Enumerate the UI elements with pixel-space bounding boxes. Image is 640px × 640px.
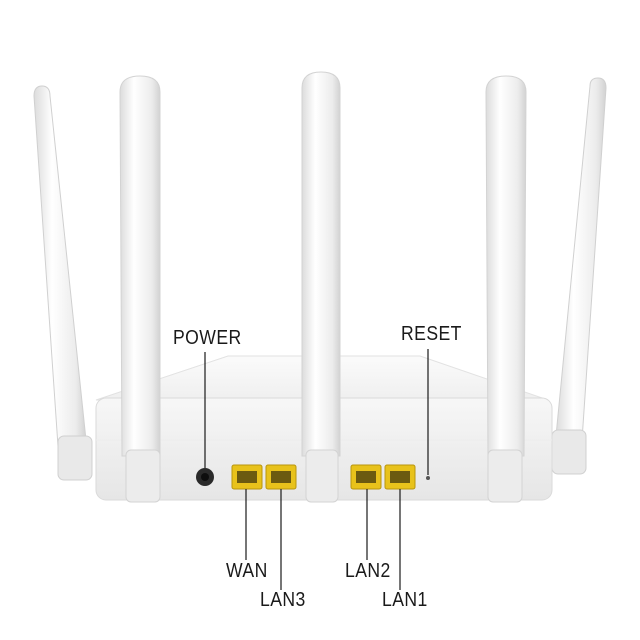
port-wan — [231, 464, 263, 490]
antenna-center — [301, 71, 341, 503]
reset-pinhole — [426, 476, 430, 480]
antenna-left — [119, 75, 161, 503]
port-lan3 — [265, 464, 297, 490]
leader-lines — [204, 349, 429, 590]
lan2-label: LAN2 — [345, 560, 391, 582]
reset-label: RESET — [401, 323, 462, 345]
wan-label: WAN — [226, 560, 268, 582]
lan1-label: LAN1 — [382, 589, 428, 611]
antenna-right — [485, 75, 527, 503]
lan3-label: LAN3 — [260, 589, 306, 611]
port-lan1 — [384, 464, 416, 490]
power-label: POWER — [173, 327, 242, 349]
antenna-far-left — [33, 85, 93, 481]
port-lan2 — [350, 464, 382, 490]
power-jack — [196, 468, 214, 486]
antenna-far-right — [551, 77, 607, 475]
